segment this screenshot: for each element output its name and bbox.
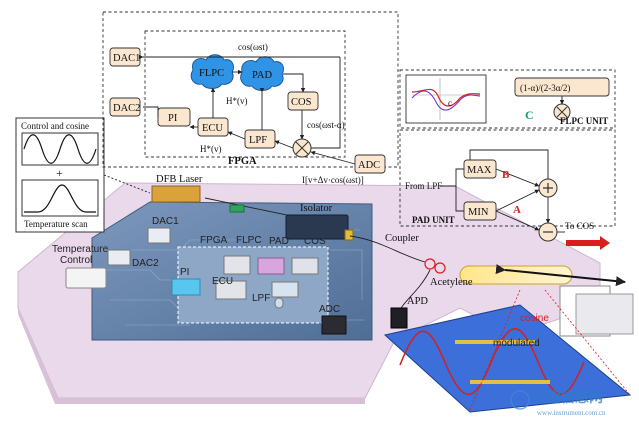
board-label-fpga: FPGA bbox=[200, 235, 228, 246]
dac2-box bbox=[109, 97, 141, 117]
pad-unit-title: PAD UNIT bbox=[412, 215, 455, 225]
watermark: 仪器信息网 www.instrument.com.cn bbox=[510, 389, 606, 417]
board-label-dac2: DAC2 bbox=[132, 258, 159, 269]
red-dotted-guide bbox=[469, 289, 521, 411]
fpga-title: FPGA bbox=[228, 156, 257, 167]
chip-lpf-cap bbox=[274, 297, 284, 309]
inset-control-label: Control and cosine bbox=[21, 121, 89, 131]
dfb-laser bbox=[151, 185, 201, 203]
isolator-cap bbox=[344, 229, 354, 241]
board-label-pi: PI bbox=[180, 267, 189, 278]
board-label-adc: ADC bbox=[319, 304, 340, 315]
sig-input: I[v+Δv·cos(ωst)] bbox=[302, 175, 364, 185]
label-acetylene: Acetylene bbox=[430, 277, 473, 288]
pad-label: PAD bbox=[252, 70, 272, 81]
label-isolator: Isolator bbox=[300, 203, 333, 214]
flpc-unit-title: FLPC UNIT bbox=[560, 116, 608, 126]
pad-cloud bbox=[240, 56, 285, 91]
chip-ecu bbox=[215, 280, 247, 300]
inset-temp-label: Temperature scan bbox=[24, 219, 88, 229]
board-label-flpc: FLPC bbox=[236, 235, 262, 246]
fiber-isolator-to-coupler bbox=[349, 235, 426, 263]
modulated-wave bbox=[399, 328, 585, 396]
pad-label-a: A bbox=[513, 204, 521, 216]
label-cosine: cosine bbox=[520, 313, 549, 324]
chip-pad bbox=[257, 257, 285, 275]
red-arrow-to-cos bbox=[566, 236, 610, 250]
inset-cosine-wave bbox=[23, 134, 97, 164]
isolator bbox=[285, 214, 349, 240]
pad-label-b: B bbox=[502, 169, 510, 181]
pad-from-lpf: From LPF bbox=[405, 181, 442, 191]
inset-plus: + bbox=[56, 166, 63, 180]
sig-cos-phase: cos(ωst-α) bbox=[307, 120, 345, 130]
sig-cos-top: cos(ωst) bbox=[238, 42, 268, 52]
flpc-plot-label: c bbox=[448, 98, 452, 108]
dac2-label: DAC2 bbox=[113, 103, 140, 114]
adc-label: ADC bbox=[358, 160, 380, 171]
chip-pi bbox=[171, 278, 201, 296]
fiber-coupler-to-apd bbox=[399, 269, 431, 311]
pad-unit-diagram: MAX MIN From LPF To COS A B PAD UNIT bbox=[399, 129, 616, 250]
label-dfb-laser: DFB Laser bbox=[156, 174, 203, 185]
label-coupler: Coupler bbox=[385, 233, 419, 244]
flpc-label: FLPC bbox=[199, 68, 224, 79]
chip-lpf bbox=[271, 281, 299, 298]
signal-inset: Control and cosine + Temperature scan bbox=[15, 117, 151, 233]
board-label-lpf: LPF bbox=[252, 293, 270, 304]
pad-to-cos: To COS bbox=[565, 221, 594, 231]
pad-min-label: MIN bbox=[468, 207, 489, 218]
lpf-label: LPF bbox=[249, 135, 267, 146]
mirror-stage bbox=[575, 293, 634, 335]
label-modulated: modulated bbox=[493, 338, 540, 349]
coupler bbox=[424, 258, 436, 270]
inset-temperature-scan bbox=[24, 184, 96, 213]
pad-max-label: MAX bbox=[467, 165, 492, 176]
coupler-2 bbox=[434, 262, 446, 274]
chip-cos bbox=[291, 257, 319, 275]
fiber-connector bbox=[229, 204, 245, 213]
dac1-label: DAC1 bbox=[113, 53, 140, 64]
cos-label: COS bbox=[291, 97, 312, 108]
watermark-cn: 仪器信息网 bbox=[532, 389, 603, 406]
modulated-beam-panel bbox=[383, 304, 632, 413]
apd bbox=[390, 307, 408, 329]
chip-temp-control bbox=[65, 267, 107, 289]
flpc-formula: (1-α)/(2-3α/2) bbox=[520, 83, 570, 93]
flpc-label-c: C bbox=[525, 108, 534, 122]
chip-flpc bbox=[223, 255, 251, 275]
chip-adc bbox=[321, 315, 347, 335]
board-label-cos: COS bbox=[304, 236, 326, 247]
board-label-temperature-control-2: Control bbox=[60, 255, 92, 266]
board-label-dac1: DAC1 bbox=[152, 216, 179, 227]
modulated-rail-1 bbox=[455, 340, 535, 344]
chip-dac1 bbox=[147, 227, 171, 244]
platform-edge bbox=[18, 308, 365, 404]
sig-hv2: H*(v) bbox=[200, 144, 222, 154]
pi-label: PI bbox=[168, 113, 178, 124]
board-label-temperature-control-1: Temperature bbox=[52, 244, 109, 255]
flpc-unit-diagram: c (1-α)/(2-3α/2) C FLPC UNIT bbox=[399, 69, 616, 129]
modulated-rail-2 bbox=[470, 380, 550, 384]
sig-hv1: H*(v) bbox=[226, 96, 248, 106]
board-label-pad: PAD bbox=[269, 236, 289, 247]
label-apd: APD bbox=[407, 296, 428, 307]
red-dotted-guide-2 bbox=[544, 289, 631, 396]
flpc-plot-curve bbox=[411, 88, 481, 107]
board-label-ecu: ECU bbox=[212, 276, 233, 287]
watermark-url: www.instrument.com.cn bbox=[537, 409, 606, 417]
flpc-plot-curve-2 bbox=[411, 90, 481, 111]
fpga-block-diagram: DAC1 DAC2 PI ECU FLPC PAD COS LPF ADC co… bbox=[102, 11, 399, 185]
chip-dac2 bbox=[107, 249, 131, 266]
double-arrow bbox=[495, 264, 626, 287]
ecu-label: ECU bbox=[202, 123, 223, 134]
